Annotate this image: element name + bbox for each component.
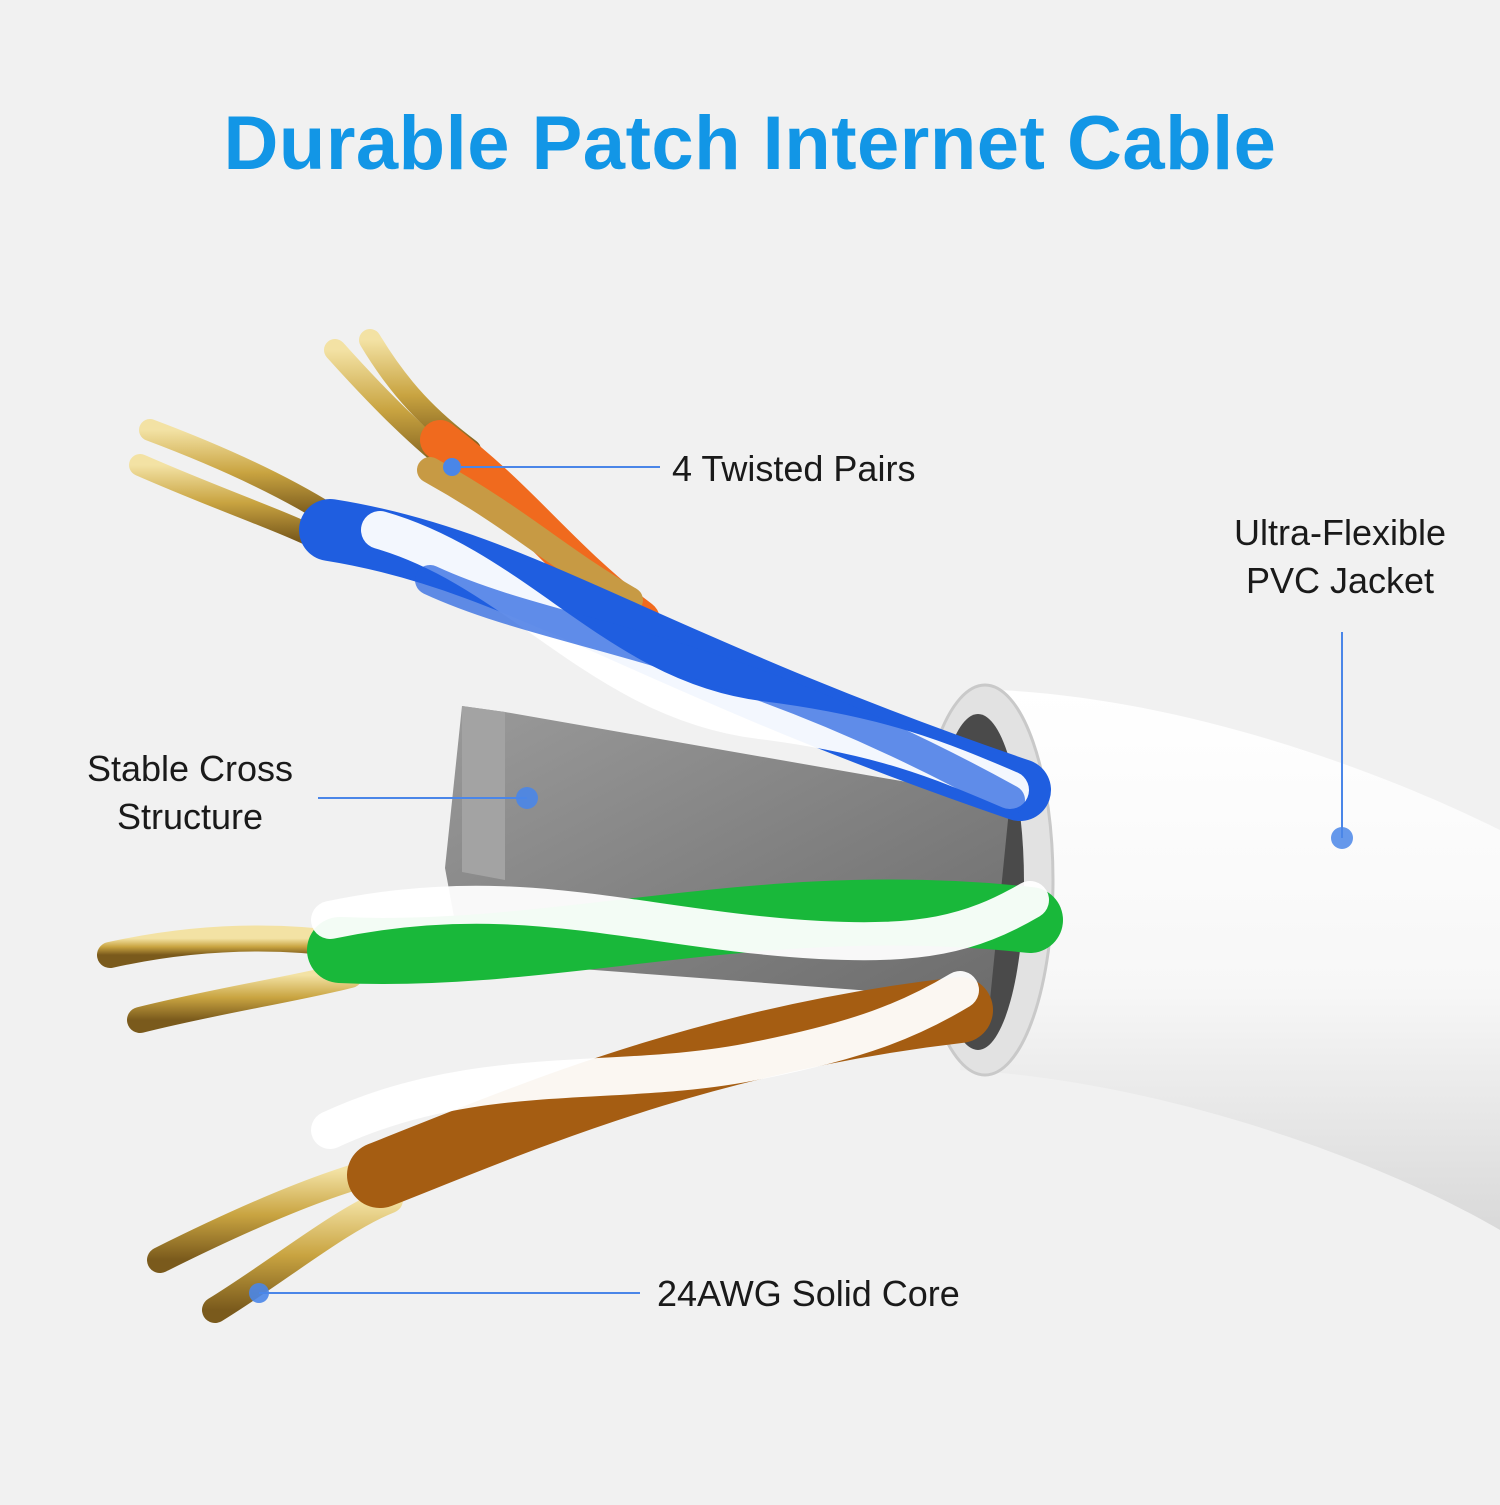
blue-twisted-pair: [129, 419, 1051, 821]
callout-dot-cross-structure: [516, 787, 538, 809]
brown-twisted-pair: [147, 971, 993, 1323]
green-twisted-pair: [97, 879, 1063, 1033]
callout-label-solid-core: 24AWG Solid Core: [657, 1273, 960, 1314]
callout-dot-solid-core: [249, 1283, 269, 1303]
callout-label-cross-structure: Stable Cross Structure: [40, 745, 340, 841]
callout-label-twisted-pairs: 4 Twisted Pairs: [672, 448, 916, 489]
callout-label-cross-line-2: Structure: [116, 796, 264, 837]
callout-label-jacket-line-2: PVC Jacket: [1245, 560, 1435, 601]
callout-label-jacket-line-1: Ultra-Flexible: [1233, 512, 1447, 553]
callout-dot-twisted-pairs: [443, 458, 461, 476]
callout-lines: [249, 458, 1353, 1303]
callout-label-jacket: Ultra-Flexible PVC Jacket: [1200, 509, 1480, 605]
callout-dot-jacket: [1331, 827, 1353, 849]
callout-label-cross-line-1: Stable Cross: [86, 748, 294, 789]
page-title: Durable Patch Internet Cable: [223, 101, 1277, 186]
